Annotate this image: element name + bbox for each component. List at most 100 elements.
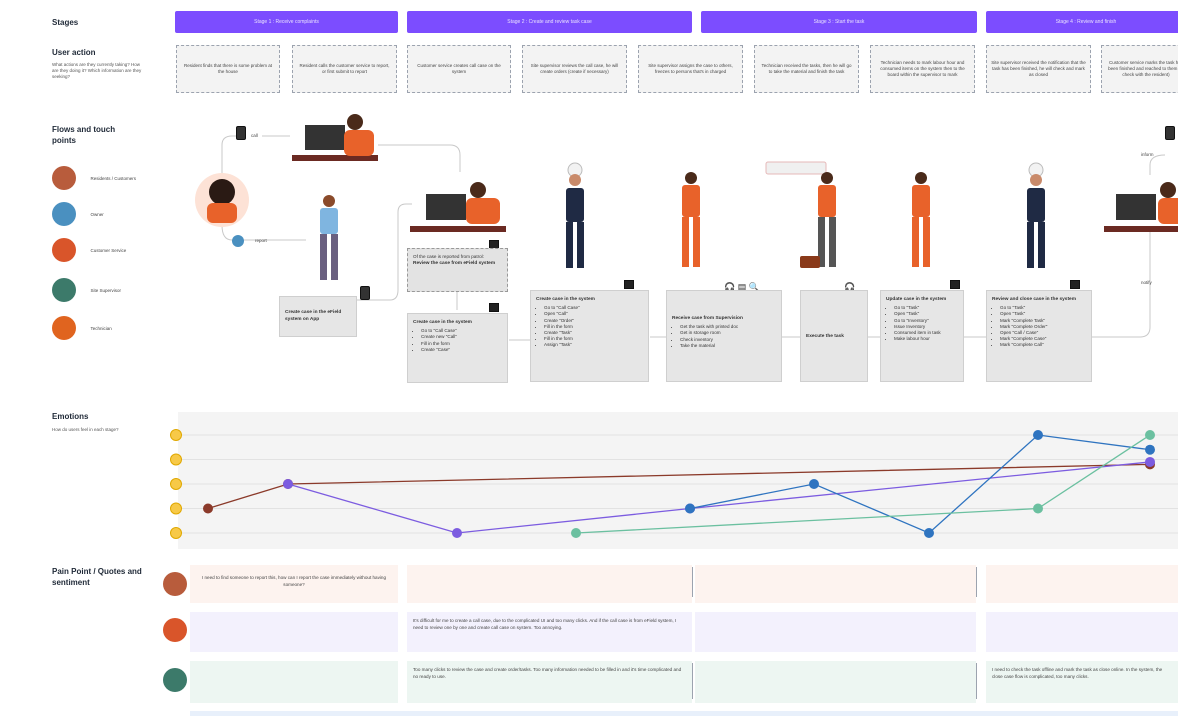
box-item: Mark "Complete Case": [1000, 336, 1086, 342]
box-item: Go to "Task": [894, 305, 958, 311]
cs-desk-illustration-2: [410, 182, 506, 232]
legend-resident: Residents / Customers: [52, 166, 140, 190]
resident-avatar: [52, 166, 76, 190]
pain-cell-empty: [190, 661, 398, 703]
box-rcv-title: Receive case from Supervision: [672, 316, 743, 321]
series-point: [685, 503, 695, 514]
review-note-1: Of the case is reported from patrol:: [413, 254, 484, 259]
flow-diagram: [195, 114, 1178, 341]
row-title-emotions: Emotions: [52, 412, 89, 421]
cs-desk-illustration-1: [292, 114, 378, 161]
series-point: [203, 503, 213, 514]
pain-cell-empty: [986, 612, 1178, 652]
box-cs-title: Create case in the system: [413, 320, 472, 325]
series-point: [571, 528, 581, 538]
pain-cell-empty: [695, 661, 976, 703]
box-item: Open "Call / Case": [1000, 330, 1086, 336]
pain-supervisor-close: I need to check the task offline and mar…: [986, 661, 1178, 703]
box-update-case: Update case in the system Go to "Task" O…: [880, 290, 964, 382]
box-item: Create new "Call": [421, 334, 502, 340]
box-exec-title: Execute the task: [806, 334, 844, 339]
phone-icon: [236, 126, 246, 140]
monitor-icon: [950, 280, 960, 289]
series-point: [452, 528, 462, 538]
stage-bar-2: Stage 2 : Create and review task case: [407, 11, 692, 33]
box-item: Open "Task": [1000, 311, 1086, 317]
box-item: Get in storage room: [680, 330, 776, 336]
stage-bar-4: Stage 4 : Review and finish: [986, 11, 1178, 33]
separator: [692, 663, 693, 699]
pain-resident: I need to find someone to report this, h…: [190, 565, 398, 603]
emoji-face-icon: [170, 527, 182, 539]
series-point: [1033, 430, 1043, 440]
pain-cell-empty: [695, 612, 976, 652]
resident-avatar: [163, 572, 187, 596]
legend-supervisor: Site Supervisor: [52, 278, 140, 302]
user-action-2: Resident calls the customer service to r…: [292, 45, 397, 93]
box-receive-case: Receive case from Supervision Get the ta…: [666, 290, 782, 382]
user-action-3: Customer service creates call case on th…: [407, 45, 511, 93]
monitor-icon: [624, 280, 634, 289]
box-item: Check inventory: [680, 337, 776, 343]
row-title-stages: Stages: [52, 18, 79, 27]
pain-cell-empty: [407, 565, 692, 603]
phone-icon: [1165, 126, 1175, 140]
technician-illustration-1: [682, 172, 700, 267]
emotion-chart-bg: [178, 412, 1178, 549]
review-note-2: Review the case from eField system: [413, 261, 496, 267]
stage-bar-3: Stage 3 : Start the task: [701, 11, 977, 33]
monitor-icon: [1070, 280, 1080, 289]
emoji-face-icon: [170, 453, 182, 466]
pain-supervisor: Too many clicks to review the case and c…: [407, 661, 692, 703]
flow-label-call: call: [251, 133, 258, 138]
legend-label: Technician: [90, 325, 112, 331]
emoji-face-icon: [170, 429, 182, 441]
box-item: Go to "Task": [1000, 305, 1086, 311]
owner-avatar: [52, 202, 76, 226]
headphones-icon: 🎧: [844, 282, 856, 292]
supervisor-illustration-2: [1027, 162, 1045, 268]
box-close-title: Review and close case in the system: [992, 297, 1076, 302]
user-action-8: Site supervisor received the notificatio…: [986, 45, 1091, 93]
box-item: Create "Task": [544, 330, 643, 336]
supervisor-avatar: [163, 668, 187, 692]
series-point: [809, 479, 819, 489]
row-sub-emotions: How do users feel in each stage?: [52, 427, 119, 432]
box-app-report: Create case in the eField system on App: [279, 296, 357, 337]
emoji-face-icon: [170, 478, 182, 490]
box-item: Go to "Call Case": [544, 305, 643, 311]
legend-label: Residents / Customers: [90, 175, 136, 181]
pain-cell-empty: [986, 565, 1178, 603]
pain-next-row: [190, 711, 1178, 716]
row-sub-user-action: What actions are they currently taking? …: [52, 62, 142, 79]
stage-bar-1: Stage 1 : Receive complaints: [175, 11, 398, 33]
box-item: Open "Call": [544, 311, 643, 317]
row-title-user-action: User action: [52, 48, 96, 57]
series-point: [924, 528, 934, 538]
box-item: Open "Task": [894, 311, 958, 317]
series-point: [1145, 430, 1155, 440]
box-supervisor-create: Create case in the system Go to "Call Ca…: [530, 290, 649, 382]
box-sv-title: Create case in the system: [536, 297, 595, 302]
supervisor-avatar: [52, 278, 76, 302]
box-item: Fill in the form: [421, 341, 502, 347]
series-point: [1145, 456, 1155, 467]
user-action-1: Resident finds that there is some proble…: [176, 45, 280, 93]
legend-owner: Owner: [52, 202, 140, 226]
cs-avatar: [163, 618, 187, 642]
flow-label-inform: inform: [1141, 152, 1154, 157]
box-item: Assign "Task": [544, 342, 643, 348]
box-review-note: Of the case is reported from patrol: Rev…: [407, 248, 508, 292]
cs-avatar: [52, 238, 76, 262]
emoji-face-icon: [170, 502, 182, 515]
series-line: [287, 461, 1151, 534]
box-execute-task: Execute the task: [800, 290, 868, 382]
series-point: [1033, 503, 1043, 514]
series-point: [1145, 444, 1155, 455]
box-item: Make labour hour: [894, 336, 958, 342]
box-item: Consumed item in task: [894, 330, 958, 336]
box-item: Issue Inventory: [894, 324, 958, 330]
series-point: [283, 479, 293, 489]
owner-illustration: [320, 195, 338, 280]
box-item: Get the task with printed doc: [680, 324, 776, 330]
